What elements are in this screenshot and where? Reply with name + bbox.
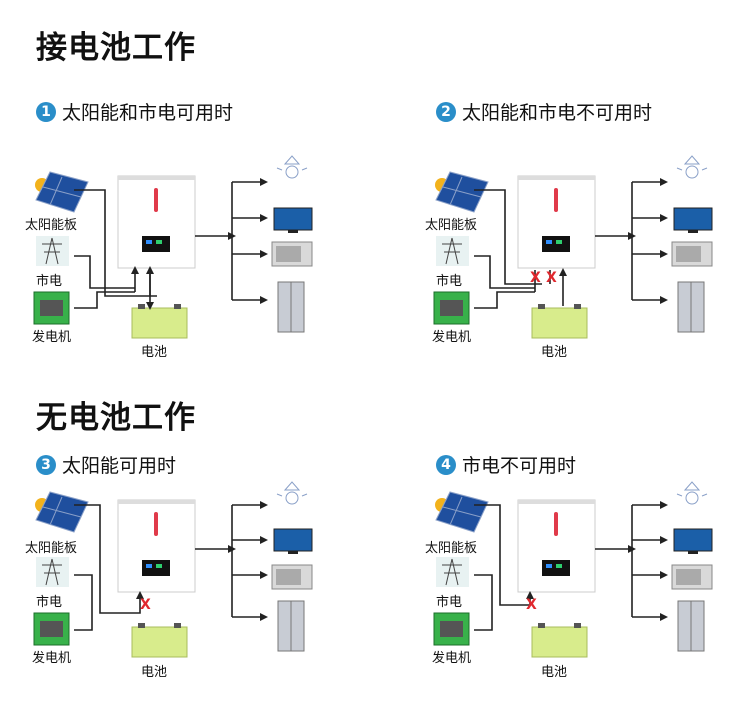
cross-mark: X — [140, 597, 151, 613]
cross-mark: X — [526, 597, 537, 613]
generator-icon — [433, 291, 470, 325]
power-tower-icon — [36, 236, 69, 266]
microwave-icon — [671, 241, 713, 267]
generator-label: 发电机 — [432, 651, 472, 666]
scenario-heading: 3 太阳能可用时 — [36, 451, 176, 478]
microwave-icon — [271, 564, 313, 590]
battery-icon — [131, 623, 188, 658]
arrowheads — [131, 178, 268, 310]
refrigerator-icon — [277, 600, 305, 652]
generator-icon — [33, 291, 70, 325]
power-tower-icon — [36, 557, 69, 587]
scenario-heading: 4 市电不可用时 — [436, 451, 576, 478]
battery-label: 电池 — [141, 665, 168, 680]
scenario-title: 太阳能可用时 — [62, 455, 177, 477]
number-badge: 3 — [36, 454, 56, 475]
section-title-without-battery: 无电池工作 — [36, 400, 196, 436]
battery-icon — [531, 623, 588, 658]
cross-mark: X — [546, 270, 557, 286]
connection-lines — [74, 181, 264, 309]
tv-icon — [273, 528, 313, 554]
scenario-title: 太阳能和市电可用时 — [62, 102, 234, 124]
arrowheads — [526, 501, 668, 621]
number-badge: 4 — [436, 454, 456, 475]
generator-label: 发电机 — [32, 330, 72, 345]
arrowheads — [136, 501, 268, 621]
power-flow-diagram: X — [33, 481, 313, 658]
battery-label: 电池 — [541, 665, 568, 680]
solar-panel-label: 太阳能板 — [425, 218, 478, 233]
inverter-icon — [517, 175, 596, 269]
inverter-icon — [117, 499, 196, 593]
grid-label: 市电 — [36, 274, 63, 289]
grid-label: 市电 — [36, 595, 63, 610]
number-badge: 2 — [436, 101, 456, 122]
generator-label: 发电机 — [32, 651, 72, 666]
scenario-panel-4: 4 市电不可用时 X 太阳能板 市电 发电机 电池 — [420, 445, 750, 695]
connection-lines — [74, 504, 264, 631]
lightbulb-icon — [676, 155, 708, 179]
solar-panel-label: 太阳能板 — [25, 541, 78, 556]
generator-icon — [33, 612, 70, 646]
solar-panel-label: 太阳能板 — [25, 218, 78, 233]
battery-label: 电池 — [541, 345, 568, 360]
solar-panel-icon — [435, 491, 489, 533]
power-flow-diagram: X X — [433, 155, 713, 339]
scenario-panel-2: 2 太阳能和市电不可用时 X — [420, 92, 750, 360]
lightbulb-icon — [676, 481, 708, 505]
generator-icon — [433, 612, 470, 646]
scenario-title: 市电不可用时 — [462, 455, 577, 477]
power-tower-icon — [436, 236, 469, 266]
scenario-panel-3: 3 太阳能可用时 X 太阳能板 市电 发电机 电池 — [20, 445, 360, 695]
grid-label: 市电 — [436, 595, 463, 610]
battery-icon — [131, 304, 188, 339]
refrigerator-icon — [277, 281, 305, 333]
connection-lines — [474, 181, 664, 309]
solar-panel-icon — [435, 171, 489, 213]
microwave-icon — [671, 564, 713, 590]
solar-panel-icon — [35, 491, 89, 533]
power-flow-diagram — [33, 155, 313, 339]
inverter-icon — [117, 175, 196, 269]
section-title-with-battery: 接电池工作 — [36, 30, 196, 66]
microwave-icon — [271, 241, 313, 267]
generator-label: 发电机 — [432, 330, 472, 345]
scenario-heading: 2 太阳能和市电不可用时 — [436, 98, 652, 125]
power-flow-diagram: X — [433, 481, 713, 658]
arrowheads — [559, 178, 668, 304]
scenario-heading: 1 太阳能和市电可用时 — [36, 98, 233, 125]
solar-panel-icon — [35, 171, 89, 213]
tv-icon — [673, 528, 713, 554]
power-tower-icon — [436, 557, 469, 587]
battery-label: 电池 — [141, 345, 168, 360]
number-badge: 1 — [36, 101, 56, 122]
scenario-title: 太阳能和市电不可用时 — [462, 102, 653, 124]
scenario-panel-1: 1 太阳能和市电可用时 太阳能 — [20, 92, 360, 360]
cross-mark: X — [530, 270, 541, 286]
lightbulb-icon — [276, 155, 308, 179]
refrigerator-icon — [677, 600, 705, 652]
tv-icon — [673, 207, 713, 233]
solar-panel-label: 太阳能板 — [425, 541, 478, 556]
inverter-icon — [517, 499, 596, 593]
refrigerator-icon — [677, 281, 705, 333]
grid-label: 市电 — [436, 274, 463, 289]
lightbulb-icon — [276, 481, 308, 505]
tv-icon — [273, 207, 313, 233]
battery-icon — [531, 304, 588, 339]
connection-lines — [474, 504, 664, 631]
